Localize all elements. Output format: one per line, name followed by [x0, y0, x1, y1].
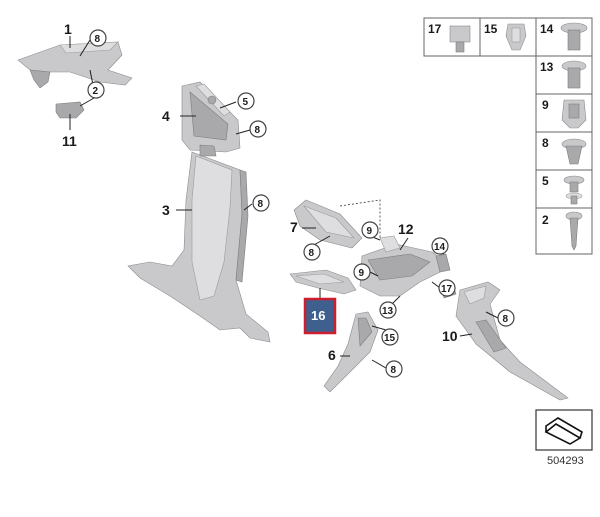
fastener-label-5: 5 — [542, 174, 549, 188]
callout-9b: 9 — [359, 268, 365, 279]
fastener-label-14: 14 — [540, 22, 554, 36]
callout-8b-circle — [249, 120, 267, 138]
callout-5-circle — [237, 92, 255, 110]
fastener-8-rivet-icon — [561, 138, 587, 165]
callout-8d-circle — [303, 243, 321, 261]
callout-4: 4 — [162, 108, 170, 124]
callout-13: 13 — [382, 306, 394, 317]
callout-8c-circle — [252, 194, 270, 212]
callout-labels: 1 8 2 11 4 5 8 3 8 7 8 9 12 14 — [62, 21, 515, 378]
callout-10: 10 — [442, 328, 458, 344]
callout-8f: 8 — [503, 314, 509, 325]
fastener-13-rivet-icon — [561, 60, 587, 89]
fastener-label-9: 9 — [542, 98, 549, 112]
callout-9a: 9 — [367, 226, 373, 237]
fastener-grid: 17 15 14 13 9 8 5 2 — [423, 17, 593, 255]
callout-8a: 8 — [95, 34, 101, 45]
part-11-clip — [55, 101, 85, 119]
callout-8a-circle — [89, 29, 107, 47]
diagram-id-number: 504293 — [547, 455, 584, 467]
callout-8b: 8 — [255, 125, 261, 136]
callout-14: 14 — [434, 242, 446, 253]
fastener-label-13: 13 — [540, 60, 554, 74]
fastener-label-2: 2 — [542, 213, 549, 227]
callout-15: 15 — [384, 333, 396, 344]
callout-9a-circle — [361, 221, 379, 239]
callout-1: 1 — [64, 21, 72, 37]
callout-8e-circle — [385, 360, 403, 378]
callout-5: 5 — [243, 97, 249, 108]
callout-8f-circle — [497, 309, 515, 327]
callout-8d: 8 — [309, 248, 315, 259]
part-6-bracket — [323, 311, 379, 393]
leader-lines — [69, 36, 499, 369]
fastener-label-17: 17 — [428, 22, 442, 36]
fastener-9-clip-icon — [561, 99, 587, 129]
callout-9b-circle — [353, 263, 371, 281]
callout-8e: 8 — [391, 365, 397, 376]
callout-12: 12 — [398, 221, 414, 237]
callout-17: 17 — [441, 284, 453, 295]
callout-8c: 8 — [258, 199, 264, 210]
callout-6: 6 — [328, 347, 336, 363]
callout-11: 11 — [62, 133, 77, 149]
fastener-17-clip-icon — [449, 25, 471, 53]
fastener-15-clip-icon — [505, 23, 527, 51]
part-16-trim — [289, 269, 357, 295]
callout-13-circle — [379, 301, 397, 319]
fastener-5-screw-icon — [563, 175, 585, 205]
fastener-label-15: 15 — [484, 22, 498, 36]
part-1-trim — [17, 41, 133, 89]
callout-14-circle — [431, 237, 449, 255]
callout-16[interactable]: 16 — [311, 308, 325, 323]
part-4-cap — [181, 81, 241, 153]
part-10-strip — [455, 281, 569, 401]
fastener-2-screw-icon — [565, 211, 583, 251]
callout-16-highlight-box[interactable] — [303, 297, 337, 335]
fastener-label-8: 8 — [542, 136, 549, 150]
callout-7: 7 — [290, 219, 298, 235]
diagram-id-symbol — [535, 409, 593, 451]
callout-3: 3 — [162, 202, 170, 218]
callout-2: 2 — [93, 86, 99, 97]
callout-17-circle — [438, 279, 456, 297]
callout-15-circle — [381, 328, 399, 346]
assembly-guide-lines — [339, 199, 381, 238]
fastener-14-rivet-icon — [560, 22, 588, 51]
part-3-pillar — [127, 144, 271, 343]
callout-2-circle — [87, 81, 105, 99]
part-7-trim — [293, 199, 363, 249]
